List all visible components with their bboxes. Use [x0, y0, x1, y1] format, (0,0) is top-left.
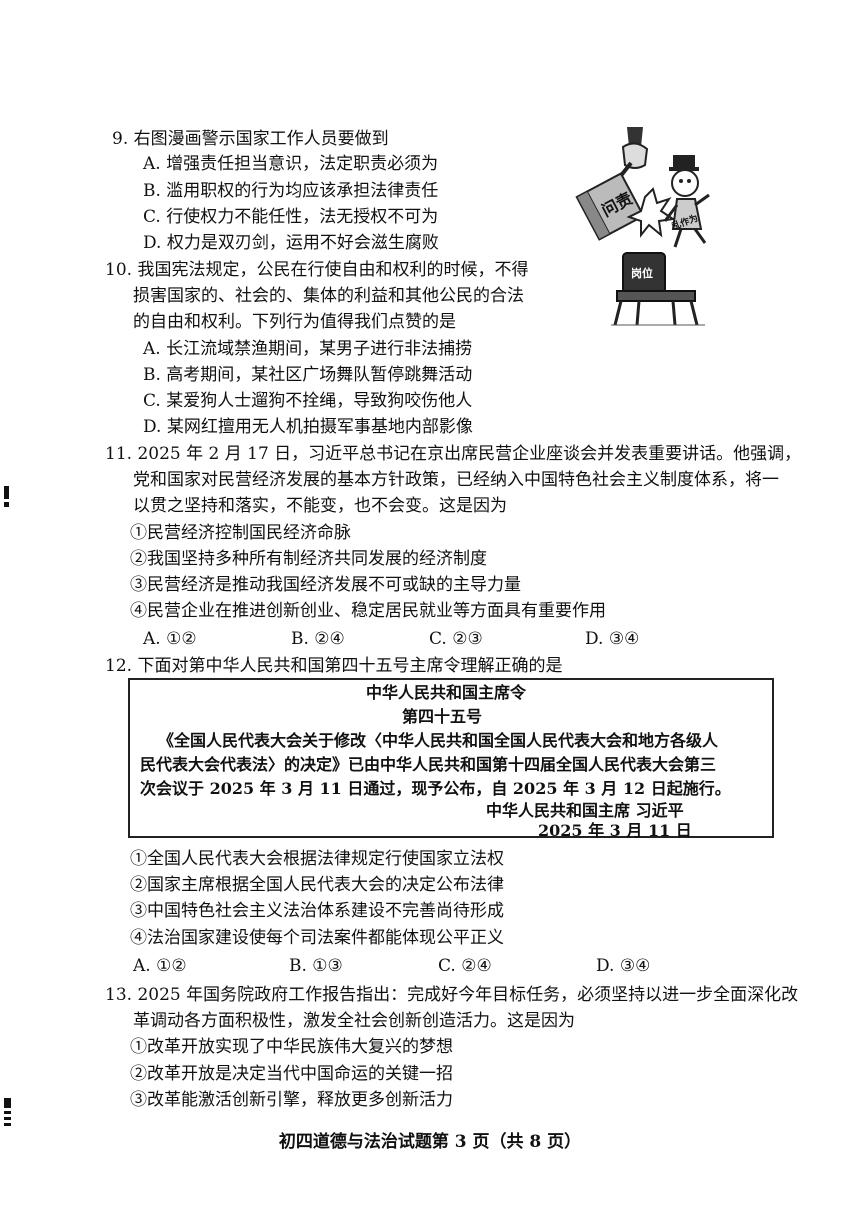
q10-stem-line-2: 损害国家的、社会的、集体的利益和其他公民的合法 — [133, 286, 524, 306]
decree-signature: 中华人民共和国主席 习近平 — [486, 801, 684, 820]
q13-stem-line-1: 13. 2025 年国务院政府工作报告指出：完成好今年目标任务，必须坚持以进一步… — [105, 985, 799, 1005]
q11-choice-c: C. ②③ — [429, 629, 483, 649]
page-footer: 初四道德与法治试题第 3 页（共 8 页） — [278, 1132, 582, 1152]
q11-statement-2: ②我国坚持多种所有制经济共同发展的经济制度 — [130, 549, 487, 569]
q10-option-b: B. 高考期间，某社区广场舞队暂停跳舞活动 — [143, 365, 473, 385]
q12-statement-2: ②国家主席根据全国人民代表大会的决定公布法律 — [130, 875, 504, 895]
q11-choice-a: A. ①② — [143, 629, 197, 649]
q13-stem-line-2: 革调动各方面积极性，激发全社会创新创造活力。这是因为 — [133, 1011, 575, 1031]
q10-option-d: D. 某网红擅用无人机拍摄军事基地内部影像 — [143, 417, 473, 437]
q10-option-c: C. 某爱狗人士遛狗不拴绳，导致狗咬伤他人 — [143, 391, 473, 411]
q13-statement-3: ③改革能激活创新引擎，释放更多创新活力 — [130, 1090, 453, 1110]
chair-label: 岗位 — [631, 266, 653, 280]
q9-option-c: C. 行使权力不能任性，法无授权不可为 — [143, 207, 439, 227]
q12-stem: 12. 下面对第中华人民共和国第四十五号主席令理解正确的是 — [105, 656, 563, 676]
q11-statement-3: ③民营经济是推动我国经济发展不可或缺的主导力量 — [130, 575, 521, 595]
q9-option-b: B. 滥用职权的行为均应该承担法律责任 — [143, 181, 439, 201]
q11-choice-d: D. ③④ — [585, 629, 640, 649]
cartoon-illustration: 问责 乱作为 岗位 — [575, 127, 710, 326]
q11-stem-line-3: 以贯之坚持和落实，不能变，也不会变。这是因为 — [133, 496, 507, 516]
q13-statement-1: ①改革开放实现了中华民族伟大复兴的梦想 — [130, 1037, 453, 1057]
q11-choice-b: B. ②④ — [291, 629, 345, 649]
q12-statement-3: ③中国特色社会主义法治体系建设不完善尚待形成 — [130, 901, 504, 921]
q12-statement-4: ④法治国家建设使每个司法案件都能体现公平正义 — [130, 928, 504, 948]
decree-body-line-2: 民代表大会代表法〉的决定》已由中华人民共和国第十四届全国人民代表大会第三 — [140, 755, 717, 774]
decree-body-line-3: 次会议于 2025 年 3 月 11 日通过，现予公布，自 2025 年 3 月… — [140, 779, 731, 798]
q9-option-d: D. 权力是双刃剑，运用不好会滋生腐败 — [143, 233, 439, 253]
decree-date: 2025 年 3 月 11 日 — [538, 821, 692, 840]
decree-number: 第四十五号 — [402, 707, 483, 726]
margin-mark-icon — [4, 486, 9, 507]
q12-choice-c: C. ②④ — [438, 956, 492, 976]
q12-choice-d: D. ③④ — [596, 956, 651, 976]
decree-box: 中华人民共和国主席令 第四十五号 《全国人民代表大会关于修改〈中华人民共和国全国… — [128, 678, 774, 840]
q10-option-a: A. 长江流域禁渔期间，某男子进行非法捕捞 — [143, 339, 473, 359]
q10-stem-line-1: 10. 我国宪法规定，公民在行使自由和权利的时候，不得 — [105, 260, 529, 280]
q11-stem-line-1: 11. 2025 年 2 月 17 日，习近平总书记在京出席民营企业座谈会并发表… — [105, 444, 802, 464]
q10-stem-line-3: 的自由和权利。下列行为值得我们点赞的是 — [133, 312, 456, 332]
decree-title: 中华人民共和国主席令 — [366, 683, 527, 702]
q12-statement-1: ①全国人民代表大会根据法律规定行使国家立法权 — [130, 849, 504, 869]
q12-choice-a: A. ①② — [133, 956, 187, 976]
q11-statement-4: ④民营企业在推进创新创业、稳定居民就业等方面具有重要作用 — [130, 601, 606, 621]
q11-statement-1: ①民营经济控制国民经济命脉 — [130, 523, 351, 543]
decree-body-line-1: 《全国人民代表大会关于修改〈中华人民共和国全国人民代表大会和地方各级人 — [158, 731, 719, 750]
q11-stem-line-2: 党和国家对民营经济发展的基本方针政策，已经纳入中国特色社会主义制度体系，将一 — [133, 470, 779, 490]
margin-mark-icon — [4, 1098, 11, 1126]
q12-choice-b: B. ①③ — [289, 956, 343, 976]
q9-option-a: A. 增强责任担当意识，法定职责必须为 — [143, 154, 439, 174]
q9-stem: 9. 右图漫画警示国家工作人员要做到 — [112, 129, 389, 149]
q13-statement-2: ②改革开放是决定当代中国命运的关键一招 — [130, 1064, 453, 1084]
